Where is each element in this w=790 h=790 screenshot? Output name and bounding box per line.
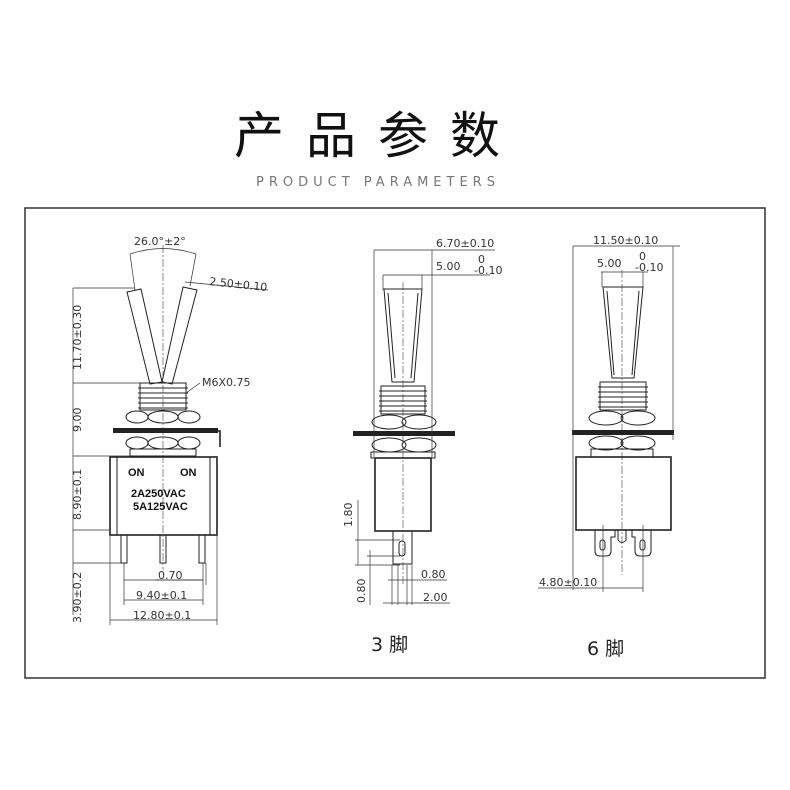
pin-width-label: 0.70 <box>158 569 183 582</box>
six-pin-lever-tol-upper: 0 <box>639 250 646 263</box>
body-height-label: 8.90±0.1 <box>71 469 84 520</box>
pin-length-label: 3.90±0.2 <box>71 572 84 623</box>
lever-width-label: 2.50±0.10 <box>209 275 268 294</box>
six-pin-pitch-label: 4.80±0.10 <box>539 576 597 589</box>
six-pin-lever-width-label: 5.00 <box>597 257 622 270</box>
three-pin-width-label: 6.70±0.10 <box>436 237 494 250</box>
rating1-marking: 2A250VAC <box>131 488 186 500</box>
bushing-height-label: 9.00 <box>71 408 84 433</box>
three-pin-drawing <box>353 249 495 605</box>
pin-thickness-label: 0.80 <box>355 579 368 604</box>
three-pin-lever-width: 5.00 0 -0.10 <box>436 253 502 277</box>
six-pin-lever-tol-lower: -0.10 <box>635 261 663 274</box>
six-pin-width-label: 11.50±0.10 <box>593 234 658 247</box>
on-left-marking: ON <box>128 467 145 479</box>
body-width-label: 12.80±0.1 <box>133 609 191 622</box>
six-pin-caption: 6 脚 <box>587 638 624 660</box>
page-title: 产品参数 <box>234 107 522 165</box>
side-view-drawing <box>72 245 269 625</box>
frame <box>24 207 766 679</box>
three-pin-pin-width-label: 2.00 <box>423 591 448 604</box>
rating2-marking: 5A125VAC <box>133 501 188 513</box>
three-pin-lever-tol-lower: -0.10 <box>474 264 502 277</box>
thread-label: M6X0.75 <box>202 376 251 389</box>
three-pin-lever-tol-upper: 0 <box>478 253 485 266</box>
pin-pitch-label: 9.40±0.1 <box>136 589 187 602</box>
three-pin-caption: 3 脚 <box>371 634 408 656</box>
angle-label: 26.0°±2° <box>134 235 186 248</box>
six-pin-lever-width: 5.00 0 -0.10 <box>597 250 663 274</box>
slot-width-label: 0.80 <box>421 568 446 581</box>
slot-length-label: 1.80 <box>342 503 355 528</box>
page-subtitle: PRODUCT PARAMETERS <box>256 175 500 190</box>
six-pin-drawing <box>538 245 680 592</box>
lever-height-label: 11.70±0.30 <box>71 305 84 370</box>
on-right-marking: ON <box>180 467 197 479</box>
three-pin-lever-width-label: 5.00 <box>436 260 461 273</box>
